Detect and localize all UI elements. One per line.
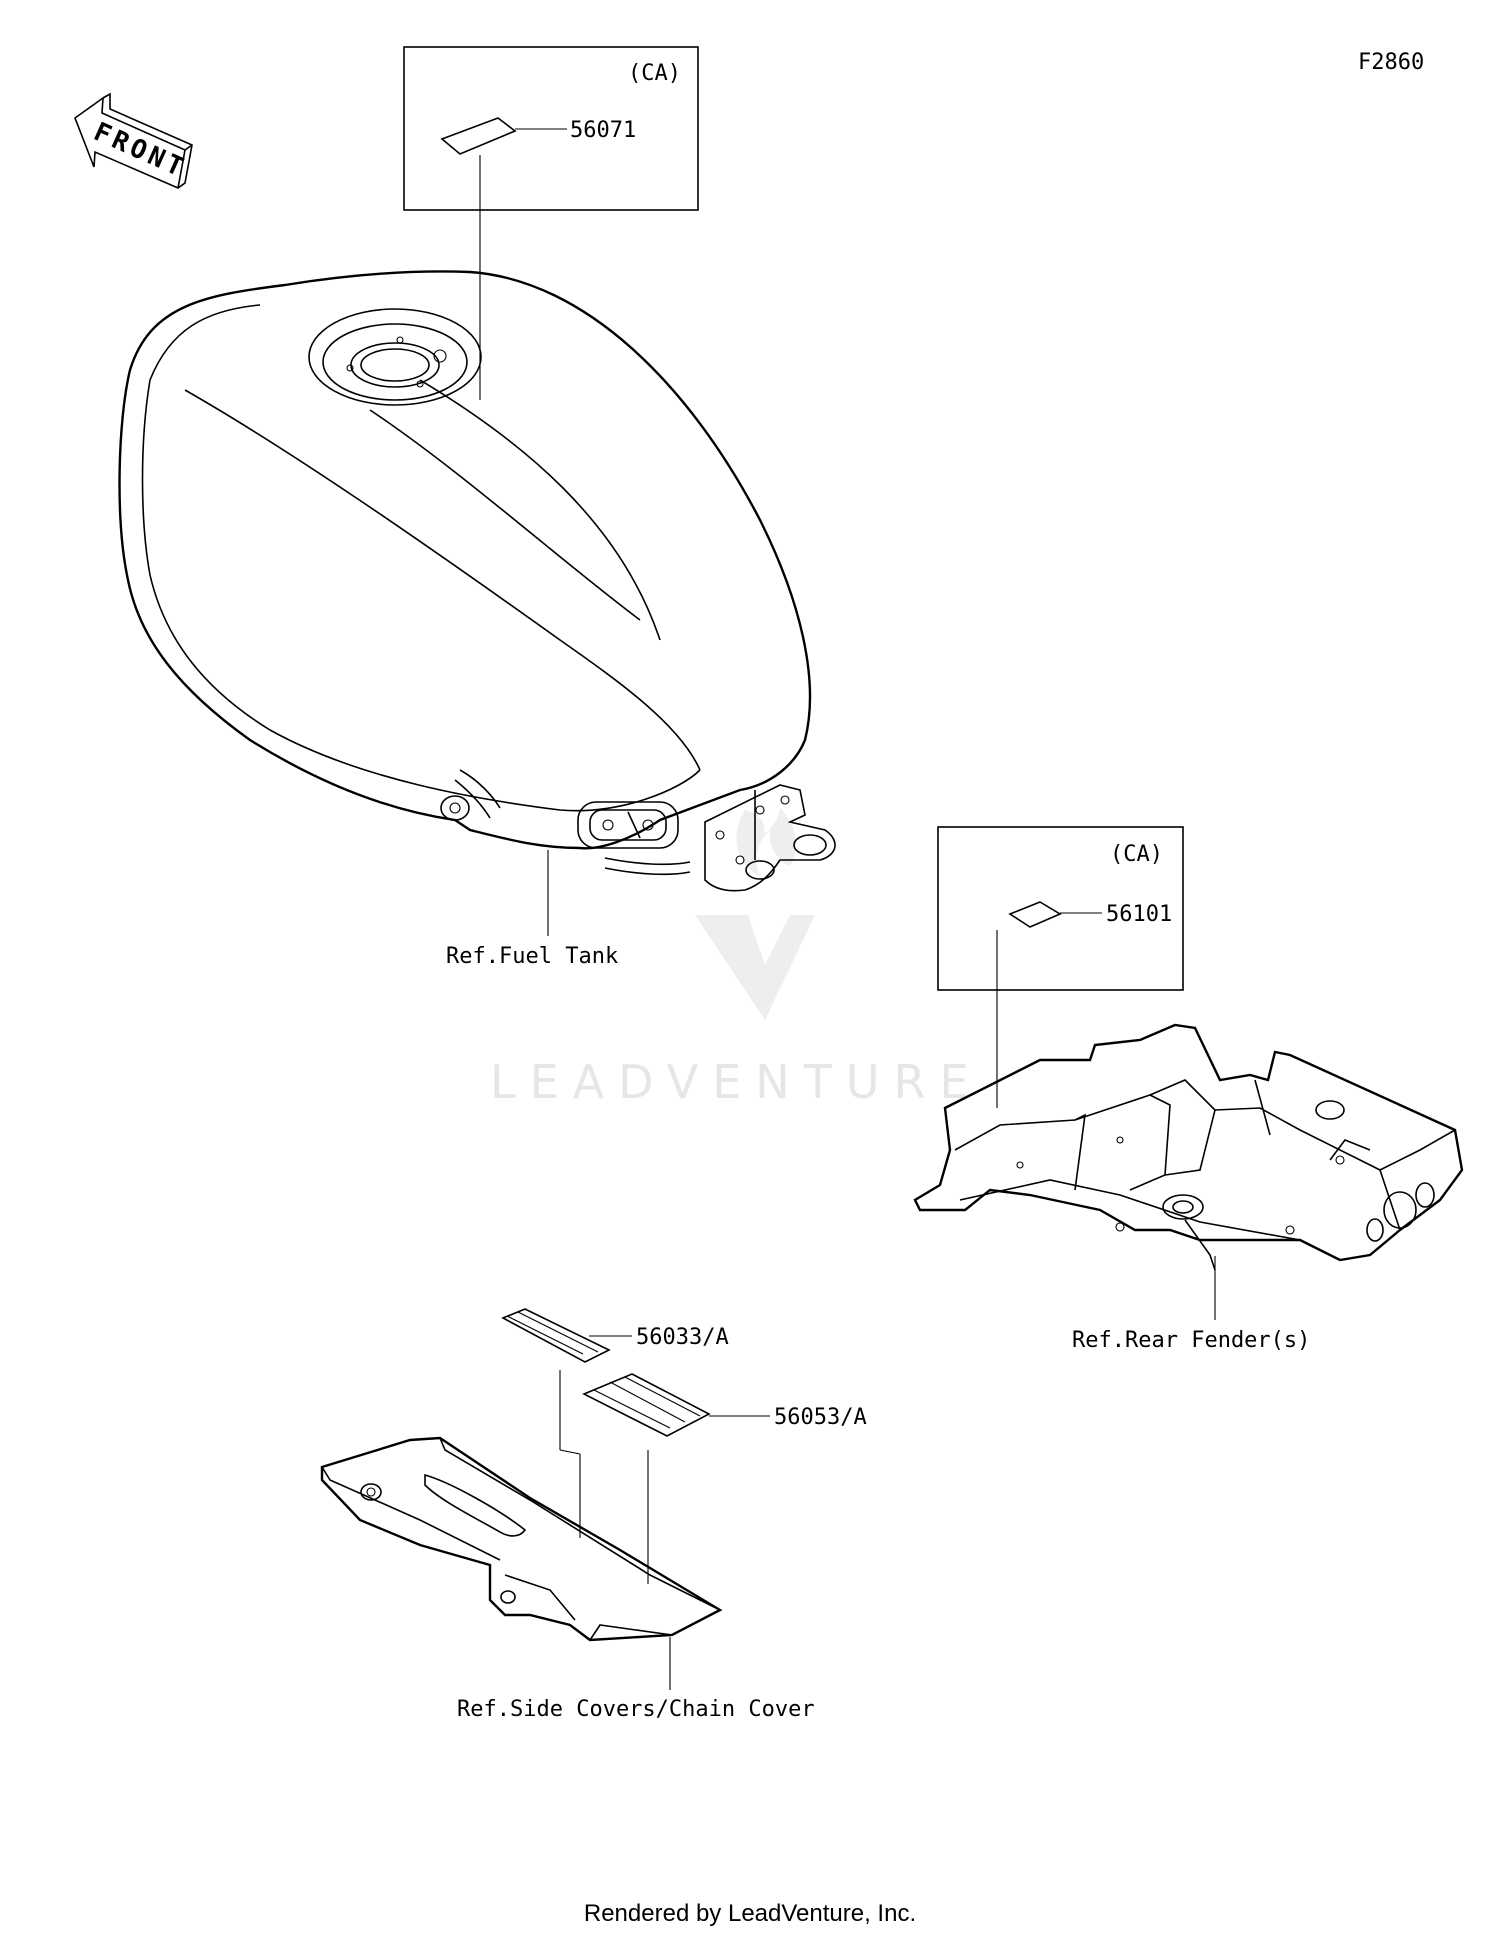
front-arrow-icon: FRONT: [74, 92, 193, 190]
rear-fender: [913, 1023, 1464, 1320]
footer-credit: Rendered by LeadVenture, Inc.: [584, 1900, 916, 1927]
tank-mount-bracket: [704, 784, 836, 892]
fuel-tank-callout-tag: (CA): [628, 61, 681, 86]
rear-fender-callout-tag: (CA): [1110, 842, 1163, 867]
part-number-56101[interactable]: 56101: [1106, 902, 1172, 927]
label-56071-icon: [440, 117, 517, 155]
sticker-56033-icon: [501, 1308, 611, 1363]
fuel-tank-callout-box: (CA) 56071: [403, 46, 699, 400]
ref-fuel-tank[interactable]: Ref.Fuel Tank: [446, 944, 618, 969]
part-number-56033a[interactable]: 56033/A: [636, 1325, 729, 1350]
watermark-text: LEADVENTURE: [490, 1055, 983, 1109]
fuel-cap: [308, 308, 482, 406]
ref-side-covers-chain-cover[interactable]: Ref.Side Covers/Chain Cover: [457, 1697, 815, 1722]
part-number-56071[interactable]: 56071: [570, 118, 636, 143]
part-number-56053a[interactable]: 56053/A: [774, 1405, 867, 1430]
diagram-code: F2860: [1358, 50, 1424, 75]
sticker-56053-icon: [582, 1373, 711, 1437]
tank-bracket-side: [577, 801, 679, 849]
chain-cover: [320, 1436, 723, 1690]
leadventure-logo-icon: [695, 808, 815, 1020]
front-label: FRONT: [89, 117, 191, 184]
watermark: LEADVENTURE: [490, 808, 983, 1109]
label-56101-icon: [1008, 901, 1062, 928]
ref-rear-fender[interactable]: Ref.Rear Fender(s): [1072, 1328, 1310, 1353]
rear-fender-callout-box: (CA) 56101: [937, 826, 1184, 1108]
fuel-tank: [118, 270, 836, 936]
